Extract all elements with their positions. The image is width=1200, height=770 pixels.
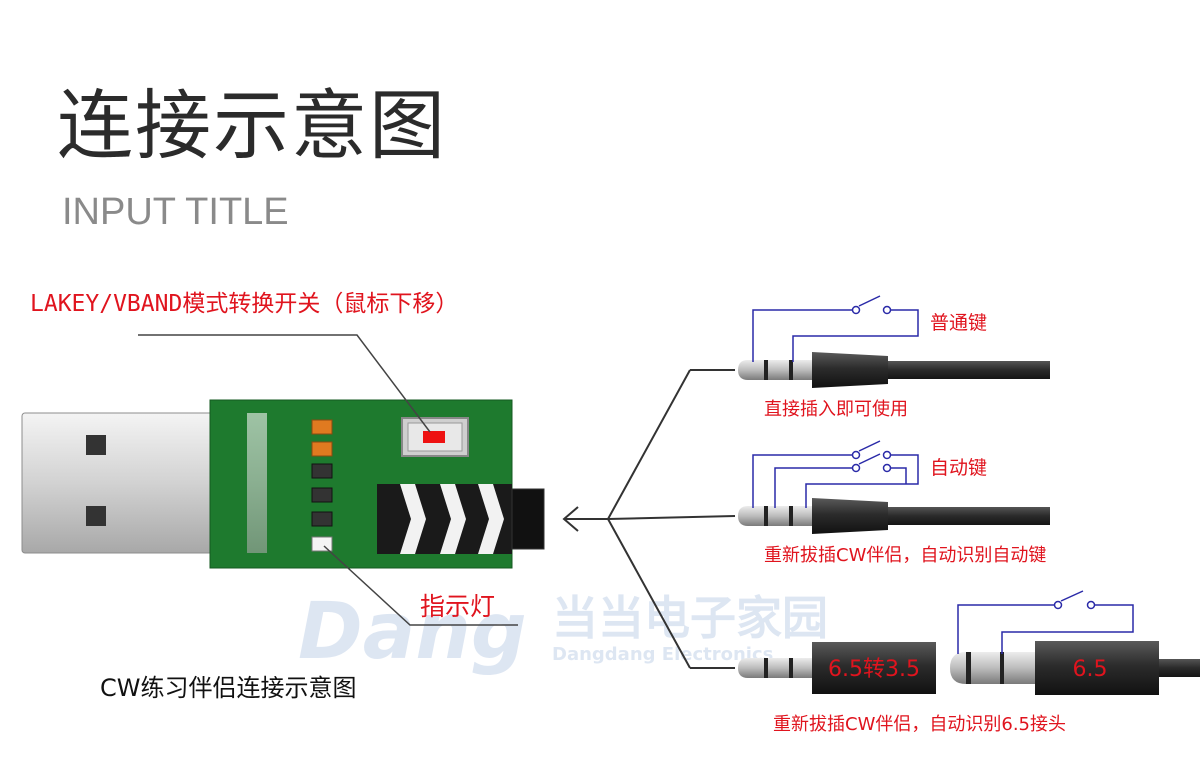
- plug-body: [1035, 641, 1159, 695]
- plug-6-5mm: 6.5: [950, 641, 1200, 695]
- adapter-connection: 6.5转3.5 6.5: [738, 590, 1200, 695]
- paddle-key-connection: [738, 440, 1050, 534]
- wire: [890, 467, 907, 484]
- page-subtitle: INPUT TITLE: [62, 191, 289, 233]
- led-dark-2: [311, 487, 333, 503]
- wire: [1001, 604, 1134, 654]
- led-indicator: [311, 536, 333, 552]
- watermark: Dang 当当电子家园 Dangdang Electronics: [298, 587, 828, 677]
- watermark-brand-text: 当当电子家园: [552, 591, 828, 645]
- straight-key-note: 直接插入即可使用: [764, 399, 908, 420]
- page-title: 连接示意图: [57, 81, 447, 170]
- indicator-label: 指示灯: [420, 592, 496, 621]
- watermark-sub-text: Dangdang Electronics: [552, 644, 773, 665]
- paddle-key-note: 重新拔插CW伴侣，自动识别自动键: [764, 545, 1047, 566]
- adapter-body: [812, 642, 936, 694]
- plug-adapter-6-5-to-3-5: 6.5转3.5: [738, 642, 936, 694]
- adapter-note: 重新拔插CW伴侣，自动识别6.5接头: [773, 714, 1066, 735]
- watermark-logo-text: Dang: [298, 587, 527, 677]
- mode-switch-knob: [423, 431, 445, 443]
- mode-switch-label: LAKEY/VBAND模式转换开关（鼠标下移）: [30, 291, 459, 317]
- wire: [752, 309, 853, 362]
- led-orange-2: [311, 441, 333, 457]
- paddle-key-label: 自动键: [930, 457, 988, 479]
- wire: [805, 454, 919, 508]
- led-orange-1: [311, 419, 333, 435]
- wire: [957, 604, 1055, 654]
- audio-jack: [377, 484, 545, 554]
- adapter-label: 6.5转3.5: [828, 657, 920, 682]
- led-dark-3: [311, 511, 333, 527]
- plug-label: 6.5: [1073, 657, 1108, 682]
- switch-symbol-icon: [851, 440, 892, 473]
- wire: [752, 454, 853, 508]
- diagram-caption: CW练习伴侣连接示意图: [100, 674, 357, 702]
- pcb-board: [209, 399, 545, 569]
- wire: [774, 467, 853, 508]
- straight-key-label: 普通键: [930, 312, 988, 334]
- mode-switch-pointer-line: [138, 334, 431, 433]
- switch-symbol-icon: [1053, 590, 1096, 610]
- wire: [792, 309, 919, 362]
- led-dark-1: [311, 463, 333, 479]
- usb-plug: [21, 412, 248, 554]
- indicator-pointer-line: [323, 545, 518, 626]
- usb-contact-hole-top: [86, 435, 106, 455]
- usb-contact-hole-bottom: [86, 506, 106, 526]
- plug-3-5mm-paddle: [738, 498, 1050, 534]
- straight-key-connection: [738, 295, 1050, 388]
- plug-3-5mm-straight: [738, 352, 1050, 388]
- switch-symbol-icon: [851, 295, 892, 315]
